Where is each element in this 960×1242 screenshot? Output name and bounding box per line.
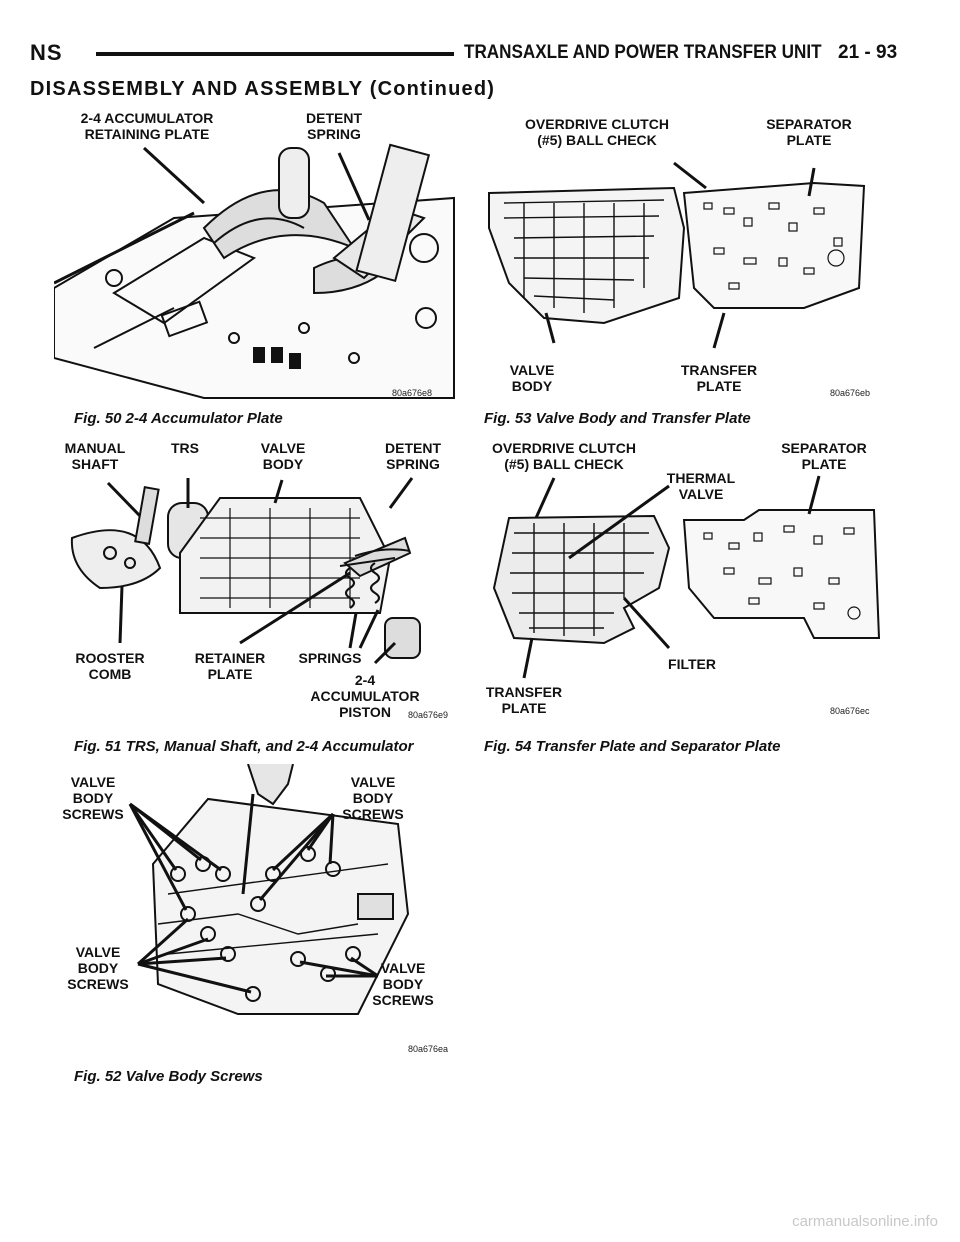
fig52-label-screws-top-right: VALVE BODY SCREWS (342, 774, 404, 822)
fig52-label-screws-top-left: VALVE BODY SCREWS (62, 774, 124, 822)
fig51-label-valve-body: VALVE BODY (260, 440, 306, 472)
fig50-caption: Fig. 50 2-4 Accumulator Plate (74, 410, 283, 427)
fig54-label-thermal-valve: THERMAL VALVE (666, 470, 736, 502)
fig52-label-screws-bottom-left: VALVE BODY SCREWS (67, 944, 129, 992)
fig54-code: 80a676ec (830, 706, 870, 716)
watermark: carmanualsonline.info (792, 1213, 938, 1230)
fig53-caption: Fig. 53 Valve Body and Transfer Plate (484, 410, 751, 427)
figure-50: 2-4 ACCUMULATOR RETAINING PLATE DETENT S… (54, 108, 464, 408)
fig50-code: 80a676e8 (392, 388, 433, 398)
figure-54: OVERDRIVE CLUTCH (#5) BALL CHECK THERMAL… (484, 438, 910, 728)
fig52-label-screws-bottom-right: VALVE BODY SCREWS (372, 960, 434, 1008)
section-title: DISASSEMBLY AND ASSEMBLY (Continued) (30, 78, 496, 100)
fig51-label-accumulator-piston: 2-4 ACCUMULATOR PISTON (310, 672, 420, 720)
fig54-label-overdrive-ball-check: OVERDRIVE CLUTCH (#5) BALL CHECK (492, 440, 636, 472)
fig54-caption: Fig. 54 Transfer Plate and Separator Pla… (484, 738, 781, 755)
fig51-label-manual-shaft: MANUAL SHAFT (64, 440, 126, 472)
figure-53: OVERDRIVE CLUTCH (#5) BALL CHECK SEPARAT… (484, 108, 910, 408)
figure-51: MANUAL SHAFT TRS VALVE BODY DETENT SPRIN… (60, 438, 460, 728)
figure-52: VALVE BODY SCREWS VALVE BODY SCREWS VALV… (58, 764, 458, 1064)
header-page-number: 21 - 93 (838, 42, 898, 63)
fig50-label-detent-spring: DETENT SPRING (306, 110, 362, 142)
fig53-illustration (488, 161, 866, 349)
fig52-illustration (128, 764, 410, 1015)
fig51-label-detent-spring: DETENT SPRING (385, 440, 441, 472)
fig52-caption: Fig. 52 Valve Body Screws (74, 1068, 263, 1085)
header-title: TRANSAXLE AND POWER TRANSFER UNIT (464, 42, 822, 63)
fig51-code: 80a676e9 (408, 710, 449, 720)
fig53-code: 80a676eb (830, 388, 871, 398)
fig52-code: 80a676ea (408, 1044, 449, 1054)
fig54-label-separator-plate: SEPARATOR PLATE (781, 440, 867, 472)
header-section-code: NS (30, 40, 63, 65)
fig50-illustration (54, 143, 455, 399)
fig51-illustration (70, 477, 421, 665)
fig53-label-valve-body: VALVE BODY (509, 362, 555, 394)
fig54-label-transfer-plate: TRANSFER PLATE (485, 684, 563, 716)
fig54-illustration (492, 475, 881, 679)
fig51-label-springs: SPRINGS (298, 650, 362, 666)
fig53-label-transfer-plate: TRANSFER PLATE (680, 362, 758, 394)
fig51-label-trs: TRS (171, 440, 199, 456)
fig54-label-filter: FILTER (668, 656, 716, 672)
header-rule (96, 52, 454, 56)
fig50-label-accumulator-plate: 2-4 ACCUMULATOR RETAINING PLATE (80, 110, 214, 142)
fig51-label-retainer-plate: RETAINER PLATE (194, 650, 266, 682)
fig51-caption: Fig. 51 TRS, Manual Shaft, and 2-4 Accum… (74, 738, 414, 755)
fig51-label-rooster-comb: ROOSTER COMB (75, 650, 145, 682)
fig53-label-separator-plate: SEPARATOR PLATE (766, 116, 852, 148)
fig53-label-overdrive-ball-check: OVERDRIVE CLUTCH (#5) BALL CHECK (525, 116, 669, 148)
